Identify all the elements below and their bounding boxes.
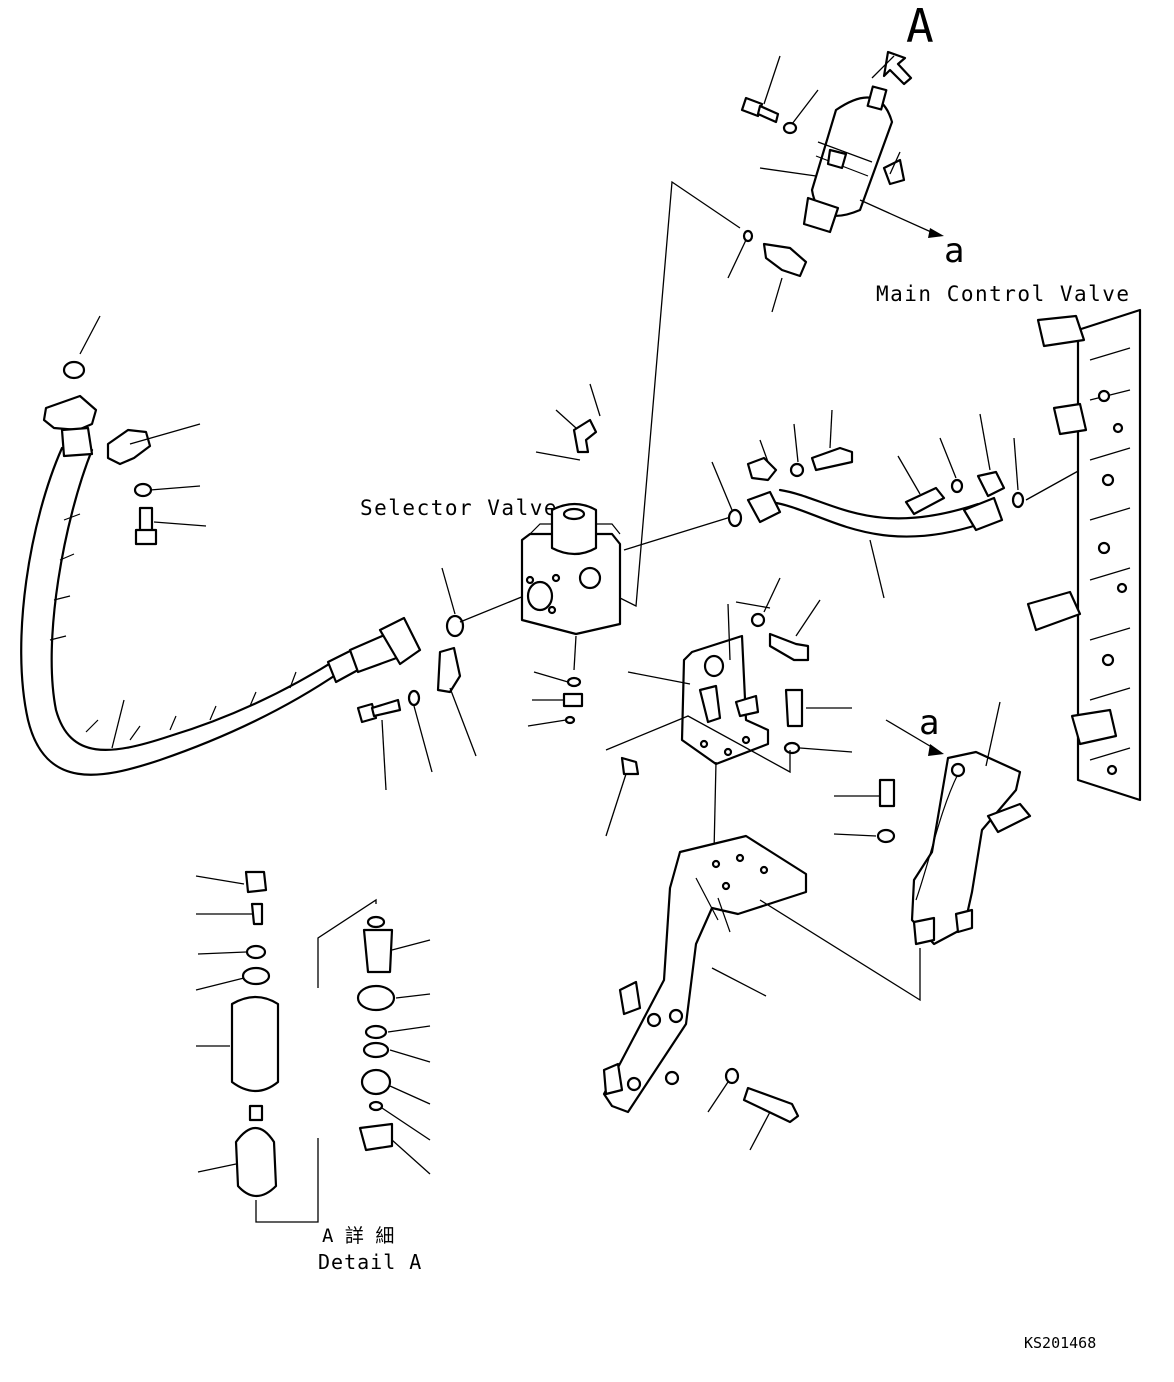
support-bracket (602, 834, 808, 1114)
washer-middle-right (950, 478, 964, 494)
washer-right-bracket (876, 828, 896, 844)
plug-detail (356, 984, 396, 1012)
valve-core (250, 902, 264, 926)
bolt-middle-right (904, 486, 946, 516)
poppet-valve (362, 928, 394, 974)
large-hose (20, 394, 422, 776)
reference-a-top: a (944, 231, 964, 271)
plug-bracket (620, 756, 640, 776)
o-ring-middle-left (727, 508, 743, 528)
o-ring-selector (445, 614, 465, 638)
o-ring-detail-3 (368, 1100, 384, 1112)
washer-bracket-side (783, 741, 801, 755)
o-ring-hose-left (62, 360, 86, 380)
small-nut (245, 944, 267, 960)
bladder (230, 995, 280, 1093)
lock-nut-detail (360, 1068, 392, 1096)
o-ring-middle-right (1011, 491, 1025, 509)
washer-middle-left (789, 462, 805, 478)
elbow-fitting-top (762, 242, 808, 278)
pipe-clamp-bracket (910, 750, 1032, 946)
reference-a-bottom: a (919, 703, 939, 743)
detail-a-left-column (230, 870, 280, 1198)
bolt-top-left (740, 96, 780, 124)
washer-support (724, 1067, 740, 1085)
valve-mounting-bracket (680, 634, 770, 766)
washer-top (782, 121, 798, 135)
split-flange-left (106, 428, 152, 466)
view-marker-A: A (906, 0, 934, 53)
bolt-bracket-top (768, 632, 810, 662)
bolt-hose-right (356, 698, 402, 724)
o-ring-detail-top (366, 915, 386, 929)
o-ring-detail-2 (362, 1041, 390, 1059)
bolt-middle-left (810, 446, 854, 472)
cap-nut (244, 870, 268, 894)
shell-body (234, 1126, 278, 1198)
middle-hose (746, 488, 1004, 538)
split-flange-middle-left (746, 456, 778, 482)
bolt-hose-left (134, 506, 158, 546)
elbow-fitting-selector (572, 418, 598, 454)
o-ring-detail-1 (364, 1024, 388, 1040)
accumulator (802, 85, 906, 234)
drawing-code: KS201468 (1024, 1334, 1096, 1352)
view-arrow-icon (871, 50, 913, 86)
selector-valve (520, 502, 622, 636)
main-control-valve (1026, 308, 1142, 802)
plug-fittings-selector (562, 676, 584, 725)
detail-title-english: Detail A (318, 1250, 422, 1274)
washer-hose-right (407, 689, 421, 707)
split-flange-right (436, 646, 462, 694)
bolt-bracket-side (784, 688, 804, 728)
washer-bracket-top (750, 612, 766, 628)
bolt-right-bracket (878, 778, 896, 808)
detail-title-japanese: A 詳 細 (322, 1225, 394, 1247)
washer-hose-left (133, 482, 153, 498)
detail-a-right-column (356, 915, 396, 1152)
o-ring-top (742, 229, 754, 243)
gas-valve-body (358, 1122, 394, 1152)
selector-valve-label: Selector Valve (360, 496, 558, 520)
bolt-support (742, 1086, 800, 1124)
washer-detail (241, 966, 271, 986)
split-flange-middle-right (976, 470, 1006, 498)
main-control-valve-label: Main Control Valve (876, 282, 1131, 306)
